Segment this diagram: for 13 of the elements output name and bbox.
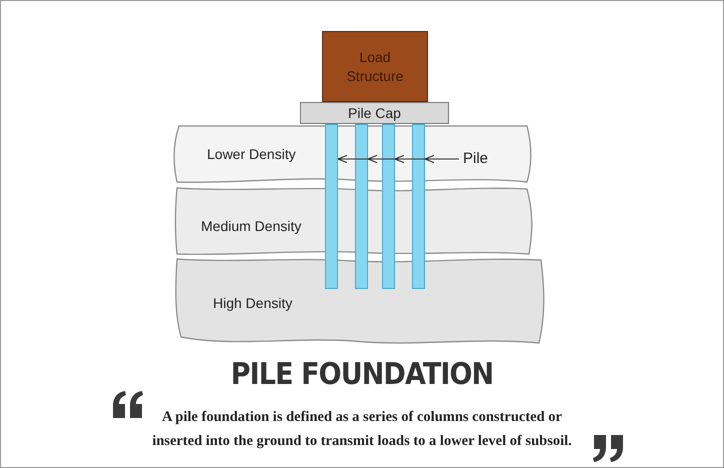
layer-label: Lower Density (207, 146, 296, 162)
layer-label: High Density (213, 295, 292, 311)
caption: A pile foundation is defined as a series of columns constructed or inserted into the ground to transmit loads to a lower level of subsoil. (151, 408, 573, 451)
pile-bar (325, 124, 338, 289)
layer-label: Medium Density (201, 218, 302, 234)
leader-line (424, 154, 459, 164)
load-block: Load Structure (322, 31, 428, 102)
pile-label: Pile (463, 148, 499, 170)
pile-cap: Pile Cap (300, 102, 449, 124)
title: PILE FOUNDATION (230, 357, 494, 392)
pile-bar (412, 124, 425, 289)
pile-bar (382, 124, 395, 289)
pile-bar (355, 124, 368, 289)
